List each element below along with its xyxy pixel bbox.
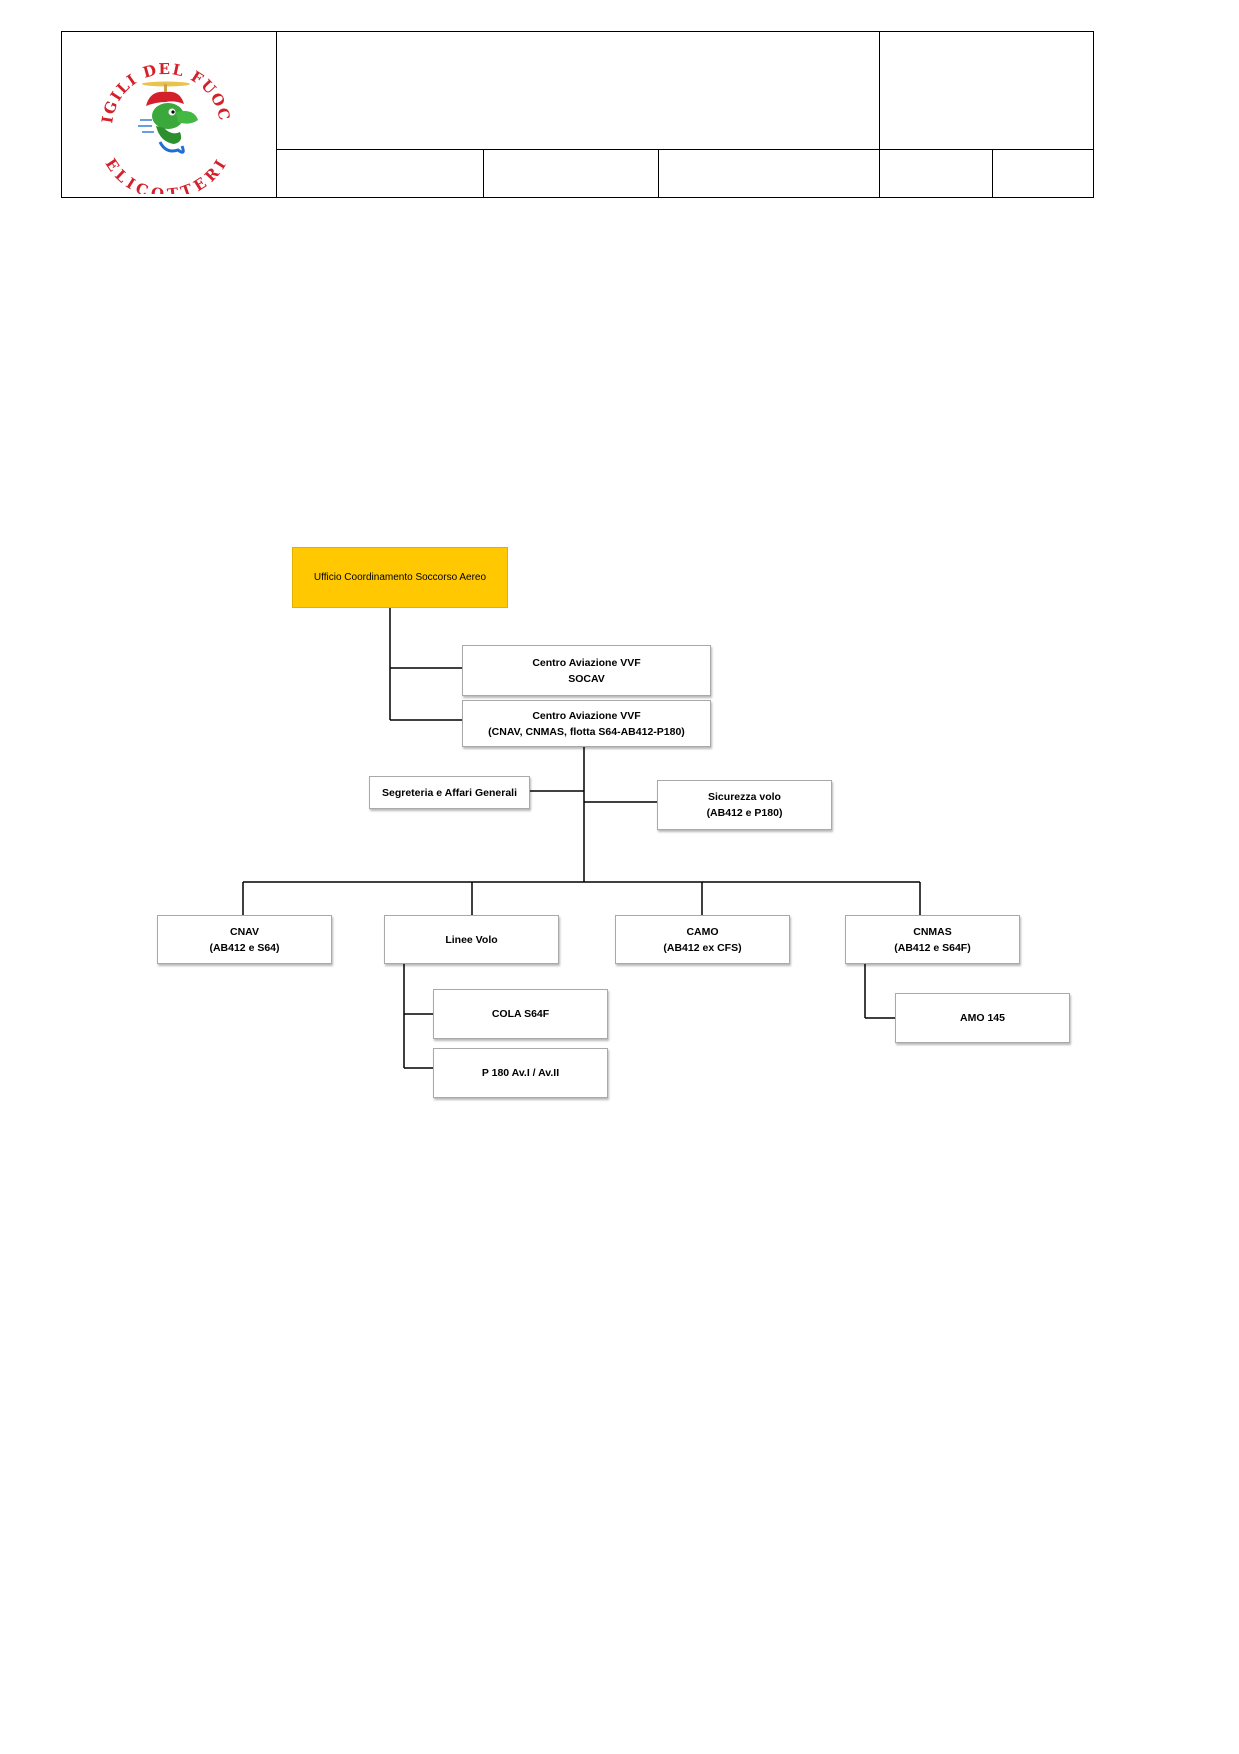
node-sublabel: (AB412 ex CFS) [663,941,742,954]
node-label: CAMO [686,925,719,938]
node-label: CNMAS [913,925,952,938]
vigili-del-fuoco-logo: VIGILI DEL FUOCO ELICOTTERI [94,50,232,194]
node-label: Sicurezza volo [708,791,781,803]
node-cnmas: CNMAS (AB412 e S64F) [845,915,1020,964]
node-camo: CAMO (AB412 ex CFS) [615,915,790,964]
node-segreteria: Segreteria e Affari Generali [369,776,530,809]
node-ufficio-coordinamento: Ufficio Coordinamento Soccorso Aereo [292,547,508,608]
node-label: Segreteria e Affari Generali [381,786,517,799]
node-label: AMO 145 [960,1012,1005,1024]
node-centro-aviazione-vvf: Centro Aviazione VVF (CNAV, CNMAS, flott… [462,700,711,747]
node-linee-volo: Linee Volo [384,915,559,964]
node-sublabel: (AB412 e S64F) [894,941,971,954]
node-centro-aviazione-socav: Centro Aviazione VVF SOCAV [462,645,711,696]
node-sicurezza-volo: Sicurezza volo (AB412 e P180) [657,780,832,830]
node-sublabel: (AB412 e P180) [706,807,783,819]
connector-group [242,608,921,1069]
node-label: CNAV [230,925,259,938]
dragon-mascot-icon [138,81,198,154]
node-label: COLA S64F [491,1008,550,1020]
header-sub-cell-5 [992,149,1094,198]
node-cola-s64f: COLA S64F [433,989,608,1039]
node-label: P 180 Av.I / Av.II [481,1067,560,1079]
node-sublabel: (AB412 e S64) [209,941,280,954]
node-sublabel: (CNAV, CNMAS, flotta S64-AB412-P180) [488,725,685,738]
node-label: Ufficio Coordinamento Soccorso Aereo [313,571,487,583]
node-label: Linee Volo [445,933,498,946]
node-sublabel: SOCAV [568,672,605,685]
node-p180: P 180 Av.I / Av.II [433,1048,608,1098]
node-amo-145: AMO 145 [895,993,1070,1043]
node-label: Centro Aviazione VVF [532,656,641,669]
node-label: Centro Aviazione VVF [532,709,641,722]
node-cnav: CNAV (AB412 e S64) [157,915,332,964]
